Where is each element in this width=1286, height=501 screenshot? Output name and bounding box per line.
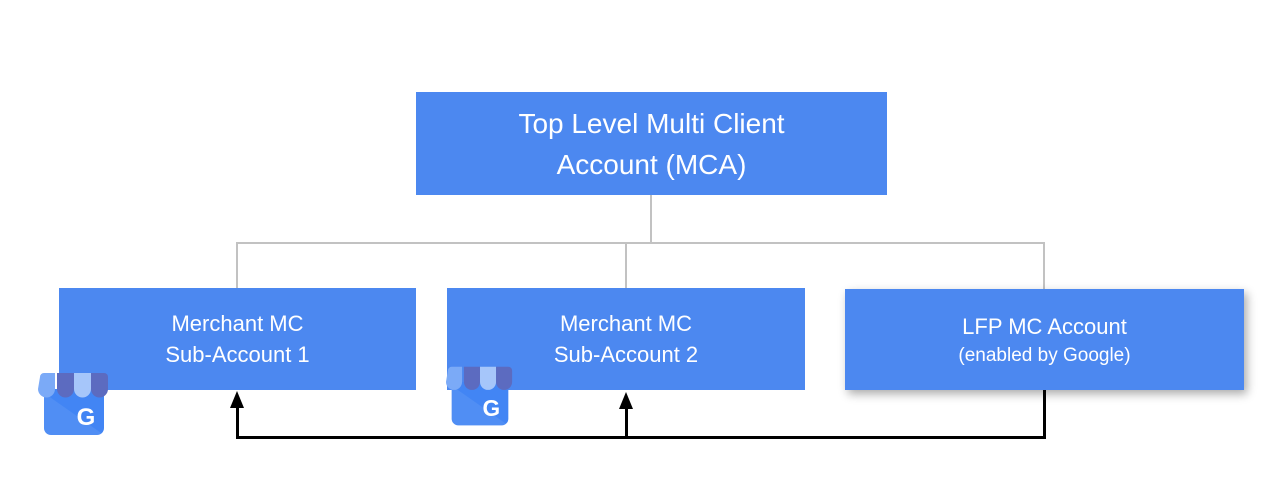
lfp-mc-account-box: LFP MC Account (enabled by Google) [845,289,1244,390]
arrow-line-horizontal [236,436,1046,439]
lfp-mc-account-label-line1: LFP MC Account [962,313,1127,339]
arrowhead-sub-account-2 [619,392,633,409]
google-business-storefront-icon-svg: G [446,366,513,426]
arrow-line-from-lfp-account [1043,390,1046,439]
merchant-mc-sub-account-1-label-line1: Merchant MC [171,311,304,336]
google-letter-g: G [77,404,96,431]
google-letter-g: G [483,395,501,421]
google-business-storefront-icon-svg: G [38,373,108,435]
tree-connector-drop-sub-account-1 [236,242,238,288]
lfp-mc-account-label-line2: (enabled by Google) [958,344,1131,366]
top-level-mca-label-line2: Account (MCA) [556,148,747,180]
google-business-storefront-icon: G [38,369,110,441]
merchant-mc-sub-account-1-label-line2: Sub-Account 1 [165,342,310,367]
merchant-mc-sub-account-1-box: Merchant MC Sub-Account 1 [59,288,416,390]
merchant-mc-sub-account-2-label-line2: Sub-Account 2 [553,342,699,367]
arrowhead-sub-account-1 [230,391,244,408]
arrow-line-to-sub-account-1 [236,405,239,438]
google-business-storefront-icon: G [446,363,514,431]
tree-connector-drop-sub-account-2 [625,242,627,288]
merchant-mc-sub-account-2-label-line1: Merchant MC [559,311,693,336]
top-level-mca-box: Top Level Multi Client Account (MCA) [416,92,887,195]
tree-connector-drop-lfp-account [1043,242,1045,289]
top-level-mca-label-line1: Top Level Multi Client [518,107,785,139]
tree-connector-root-drop [650,195,652,242]
arrow-line-to-sub-account-2 [625,406,628,438]
tree-connector-horizontal [236,242,1045,244]
